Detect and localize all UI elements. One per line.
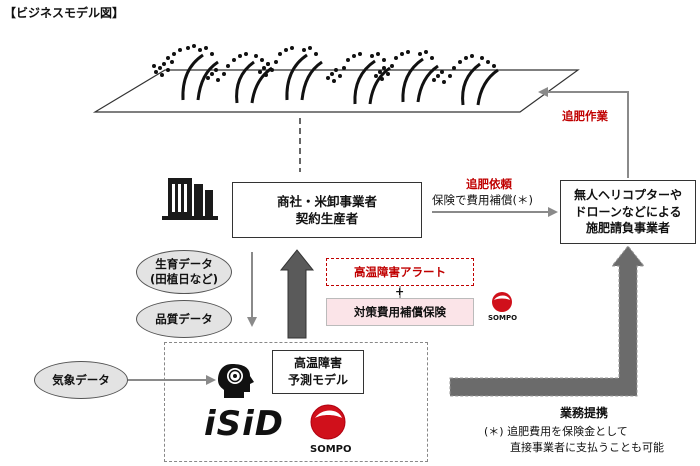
topdressing-work-arrow: [538, 87, 629, 178]
heat-alert-box: 高温障害アラート: [326, 258, 474, 286]
weather-data-label: 気象データ: [52, 372, 110, 387]
sompo-large-text: SOMPO: [310, 444, 352, 455]
helicopter-line2: ドローンなどによる: [574, 204, 682, 219]
page-title: 【ビジネスモデル図】: [4, 6, 125, 20]
footnote-line1: (＊) 追肥費用を保険金として: [484, 425, 628, 438]
business-alliance-label: 業務提携: [560, 406, 609, 420]
insurance-compensation-label: 保険で費用補償(＊): [432, 193, 533, 207]
model-line2: 予測モデル: [287, 373, 348, 387]
footnote: (＊) 追肥費用を保険金として 直接事業者に支払うことも可能: [484, 424, 664, 456]
prediction-model-box: 高温障害 予測モデル: [272, 350, 364, 394]
sompo-logo-large: [310, 404, 346, 440]
trader-line2: 契約生産者: [295, 211, 359, 226]
trader-line1: 商社・米卸事業者: [276, 193, 377, 209]
heat-alert-label: 高温障害アラート: [354, 265, 446, 279]
topdressing-work-label: 追肥作業: [562, 109, 608, 123]
quality-data-label: 品質データ: [155, 311, 213, 326]
weather-data-ellipse: 気象データ: [34, 361, 128, 399]
prediction-area: [164, 342, 428, 462]
isid-logo: iSiD: [204, 404, 285, 444]
rice-plants-icon: [152, 44, 499, 106]
topdressing-request-label: 追肥依頼: [466, 177, 512, 191]
plus-sign: +: [395, 285, 405, 298]
countermeasure-insurance-box: 対策費用補償保険: [326, 298, 474, 326]
trader-box: 商社・米卸事業者 契約生産者: [232, 182, 422, 238]
helicopter-contractor-box: 無人ヘリコプターや ドローンなどによる 施肥請負事業者: [560, 180, 696, 244]
sompo-small-text: SOMPO: [488, 314, 518, 322]
growth-data-line1: 生育データ: [155, 257, 213, 272]
sompo-logo-small: [492, 292, 512, 312]
model-line1: 高温障害: [293, 356, 342, 371]
building-icon: [162, 178, 218, 220]
quality-data-ellipse: 品質データ: [136, 300, 232, 338]
paddy-field: [92, 69, 580, 113]
alert-up-arrow: [279, 249, 315, 339]
helicopter-line1: 無人ヘリコプターや: [573, 187, 682, 202]
helicopter-line3: 施肥請負事業者: [585, 221, 670, 236]
countermeasure-insurance-label: 対策費用補償保険: [354, 305, 446, 319]
ai-head-icon: [218, 364, 254, 398]
footnote-line2: 直接事業者に支払うことも可能: [510, 440, 664, 454]
business-alliance-arrow: [449, 245, 646, 397]
growth-data-line2: (田植日など): [149, 272, 218, 286]
growth-data-ellipse: 生育データ (田植日など): [136, 250, 232, 294]
